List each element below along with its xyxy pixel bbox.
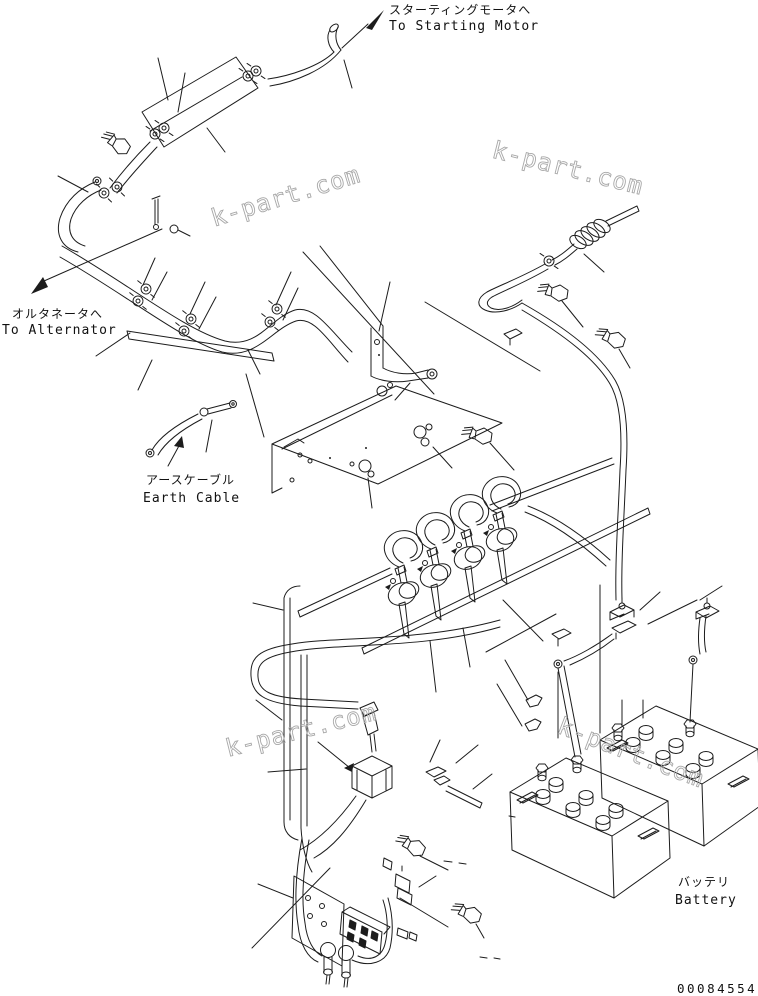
clamp-bar <box>126 330 275 362</box>
plate-clamp <box>413 423 433 447</box>
arrow-down-left-icon <box>31 277 48 294</box>
battery-label-en: Battery <box>675 893 737 908</box>
battery-cables <box>524 584 720 758</box>
cable-guard-tube <box>98 56 267 194</box>
relay-box <box>344 755 393 799</box>
earth-cable-label-jp: アースケーブル <box>146 472 235 487</box>
inline-connector <box>359 701 379 753</box>
clip <box>551 628 572 647</box>
arrow-up-icon <box>174 436 184 448</box>
round-connector <box>338 945 354 988</box>
bolt-icon <box>536 279 571 304</box>
plate-clamp <box>358 459 375 478</box>
earth-cable <box>145 400 237 467</box>
bolt-icon <box>393 830 429 860</box>
mounting-plate <box>271 382 503 494</box>
battery-label-jp: バッテリ <box>678 875 730 889</box>
clip <box>396 927 418 942</box>
center-harness <box>250 505 611 873</box>
relay-unit <box>481 476 522 585</box>
watermark: k-part.com <box>208 160 364 232</box>
plate-clamp <box>376 382 393 397</box>
clip <box>524 718 542 732</box>
bolt-icon <box>460 422 495 447</box>
relay-unit <box>449 494 490 603</box>
watermarks: k-part.com k-part.com k-part.com k-part.… <box>207 136 708 794</box>
round-connector <box>320 942 336 985</box>
mounting-bar <box>361 507 651 655</box>
connector-stack <box>394 865 413 906</box>
clip <box>503 328 523 346</box>
part-number: 00084554 <box>677 981 757 996</box>
terminal-block <box>339 906 391 955</box>
battery-post <box>570 755 584 774</box>
alternator-label-en: To Alternator <box>2 323 117 338</box>
starting-motor-lead <box>267 10 384 89</box>
battery-left <box>510 755 670 898</box>
bolt-icon <box>98 126 134 159</box>
battery-post <box>535 763 549 782</box>
mounting-bracket <box>302 245 541 395</box>
alternator-harness <box>31 174 353 363</box>
boot-cable <box>478 205 640 601</box>
earth-cable-label-en: Earth Cable <box>143 491 240 506</box>
lower-left-assembly <box>291 830 485 988</box>
battery-terminal <box>695 597 720 620</box>
labels: スターティングモータへ To Starting Motor オルタネータへ To… <box>2 3 757 996</box>
relay-unit <box>383 530 424 639</box>
watermark: k-part.com <box>554 712 708 794</box>
starting-motor-label-jp: スターティングモータへ <box>389 3 531 17</box>
leader-lines <box>57 57 723 960</box>
watermark: k-part.com <box>490 136 647 201</box>
bolt-icon <box>449 898 485 927</box>
elbow-connector <box>425 766 483 809</box>
alternator-label-jp: オルタネータへ <box>12 307 103 321</box>
arrow-up-right-icon <box>366 10 384 30</box>
battery-terminal <box>609 597 635 621</box>
mounting-bar <box>297 567 393 618</box>
bolt-icon <box>593 323 629 352</box>
clip <box>382 857 393 871</box>
starting-motor-label-en: To Starting Motor <box>389 19 539 34</box>
relay-unit-cluster <box>297 457 651 655</box>
back-plate <box>291 875 345 967</box>
clip <box>525 694 543 708</box>
relay-unit <box>415 512 456 621</box>
